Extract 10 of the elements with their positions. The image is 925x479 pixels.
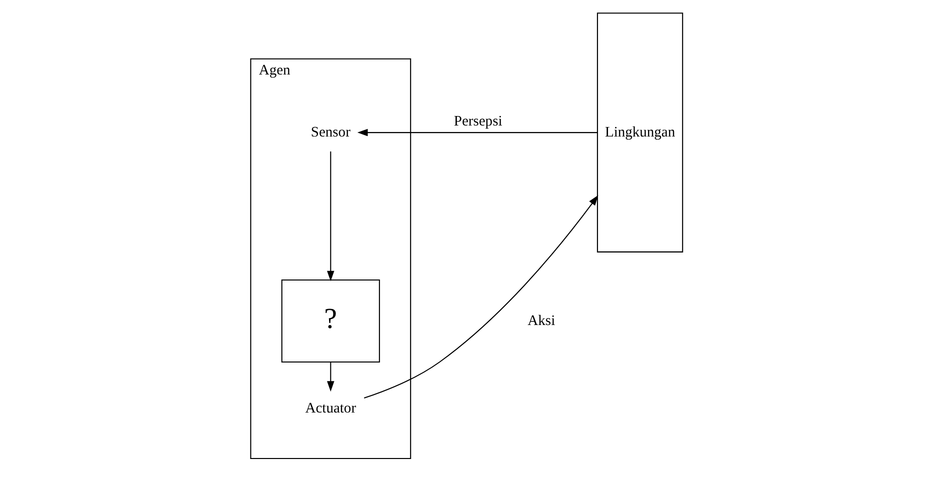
node-text: Sensor	[310, 124, 350, 140]
arrow	[327, 362, 334, 392]
arrow	[364, 194, 598, 398]
arrow	[327, 150, 334, 281]
node-box: ?	[281, 278, 380, 362]
edge-label: Persepsi	[454, 112, 502, 129]
node-box: Lingkungan	[596, 12, 684, 252]
arrow	[357, 128, 598, 136]
node-text: Actuator	[305, 400, 356, 416]
edge-label: Aksi	[528, 312, 556, 328]
